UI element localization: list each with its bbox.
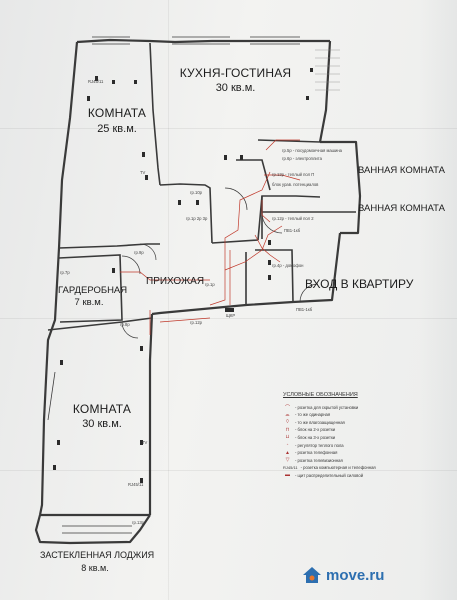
outer-walls [34,38,362,545]
distribution-panel-marker [225,308,234,312]
room-label-room2: КОМНАТА [72,402,132,416]
block3-icon: ⊔ [285,434,290,441]
panel-label: ЩКР [226,313,236,318]
house-icon [303,567,321,583]
legend-row: ▲ - розетка телефонная [283,450,337,456]
electrical-wiring [120,139,301,335]
bath-note: гр.12р - теплый пол 2 [272,216,314,221]
legend-text: - розетка для скрытой установки [295,405,359,410]
rj-label: RJ45/11 [88,79,104,84]
windows [47,36,300,534]
kitchen-note: гр.6р - электроплита [282,156,322,161]
tv-socket-icon: ▽ [285,457,290,464]
circuit-label: гр.12р [190,320,203,325]
legend-row: ⊓ - блок на 2-х розетки [283,426,336,433]
circuit-label: гр.7р [60,270,70,275]
legend-text: - розетка компьютерная и телефонная [300,464,376,470]
room-area-wardrobe: 7 кв.м. [74,297,104,308]
legend-row: ▽ - розетка телевизионная [283,457,343,463]
cable-label: ПВ1-1кб [284,228,301,233]
panel-icon: ▬ [285,472,290,479]
paper-fold-line [0,470,457,471]
circuit-label: гр.9р [134,250,144,255]
legend-row: ⊔ - блок на 3-х розетки [283,434,336,441]
legend-row: ⌓ - то же одинарная [283,411,331,418]
rj-label: RJ45/11 [128,482,144,487]
socket-icon: ⌒ [284,405,290,411]
legend-row: RJ45/11- розетка компьютерная и телефонн… [283,465,376,470]
paper-fold-line [0,318,457,319]
annotation-leaders [315,49,340,91]
block2-icon: ⊓ [285,426,290,433]
room-label-bath1: ВАННАЯ КОМНАТА [358,165,445,176]
room-label-room1: КОМНАТА [87,106,147,120]
legend-row: ⌔ - то же влагозащищенная [283,419,345,425]
door-note: гр.4р - домофон [272,263,304,268]
kitchen-note: гр.5р - посудомоечная машина [282,148,343,153]
legend-text: - розетка телефонная [295,450,338,456]
room-area-room2: 30 кв.м. [82,418,122,430]
rj-icon: RJ45/11 [283,464,298,470]
double-socket-icon: ⌓ [285,411,290,418]
legend-text: - розетка телевизионная [295,457,343,463]
room-area-loggia: 8 кв.м. [81,563,109,573]
legend-text: - щит распределительный силовой [295,472,364,478]
cable-label: ПВ1-1кб [296,307,313,312]
paper-edge-shadow [419,0,457,600]
legend-row: ◦ - регулятор теплого пола [283,442,344,448]
room-area-room1: 25 кв.м. [97,123,137,135]
room-label-loggia: ЗАСТЕКЛЕННАЯ ЛОДЖИЯ [40,550,155,560]
circuit-label: гр.13р [132,520,145,525]
circuit-label: гр.1р [205,282,215,287]
legend-title: УСЛОВНЫЕ ОБОЗНАЧЕНИЯ [283,392,358,398]
doors [121,187,319,339]
legend-text: - блок на 2-х розетки [295,427,336,433]
paper-fold-line [0,128,457,129]
legend-text: - регулятор теплого пола [295,442,344,448]
room-label-wardrobe: ГАРДЕРОБНАЯ [58,285,128,296]
room-label-bath2: ВАННАЯ КОМНАТА [358,203,445,214]
circuit-label: гр.10р [190,190,203,195]
phone-icon: ▲ [285,449,290,456]
legend-text: - то же влагозащищенная [295,419,345,425]
circuit-label: гр.8р [120,322,130,327]
legend-text: - то же одинарная [295,412,331,418]
tv-label: TV [142,440,148,445]
move-logo: move.ru [302,566,384,584]
legend-text: - блок на 3-х розетки [295,434,336,440]
tv-label: TV [140,170,146,175]
waterproof-socket-icon: ⌔ [285,419,290,426]
legend-row: ▬ - щит распределительный силовой [283,472,363,478]
paper-fold-line [168,0,169,600]
thermo-icon: ◦ [286,442,289,448]
legend-row: ⌒ - розетка для скрытой установки [283,404,358,411]
socket-markers [53,68,313,483]
room-label-hall: ПРИХОЖАЯ [146,276,205,287]
room-label-kitchen: КУХНЯ-ГОСТИНАЯ [179,66,292,80]
hall-note: гр.1р 2р 3р [186,216,208,221]
room-label-entrance: ВХОД В КВАРТИРУ [305,277,414,291]
bath-note: блок урав. потенциалов [272,182,319,187]
room-area-kitchen: 30 кв.м. [215,82,256,94]
bath-note: гр.12р - теплый пол П [272,172,315,177]
logo-text: move.ru [326,566,385,584]
